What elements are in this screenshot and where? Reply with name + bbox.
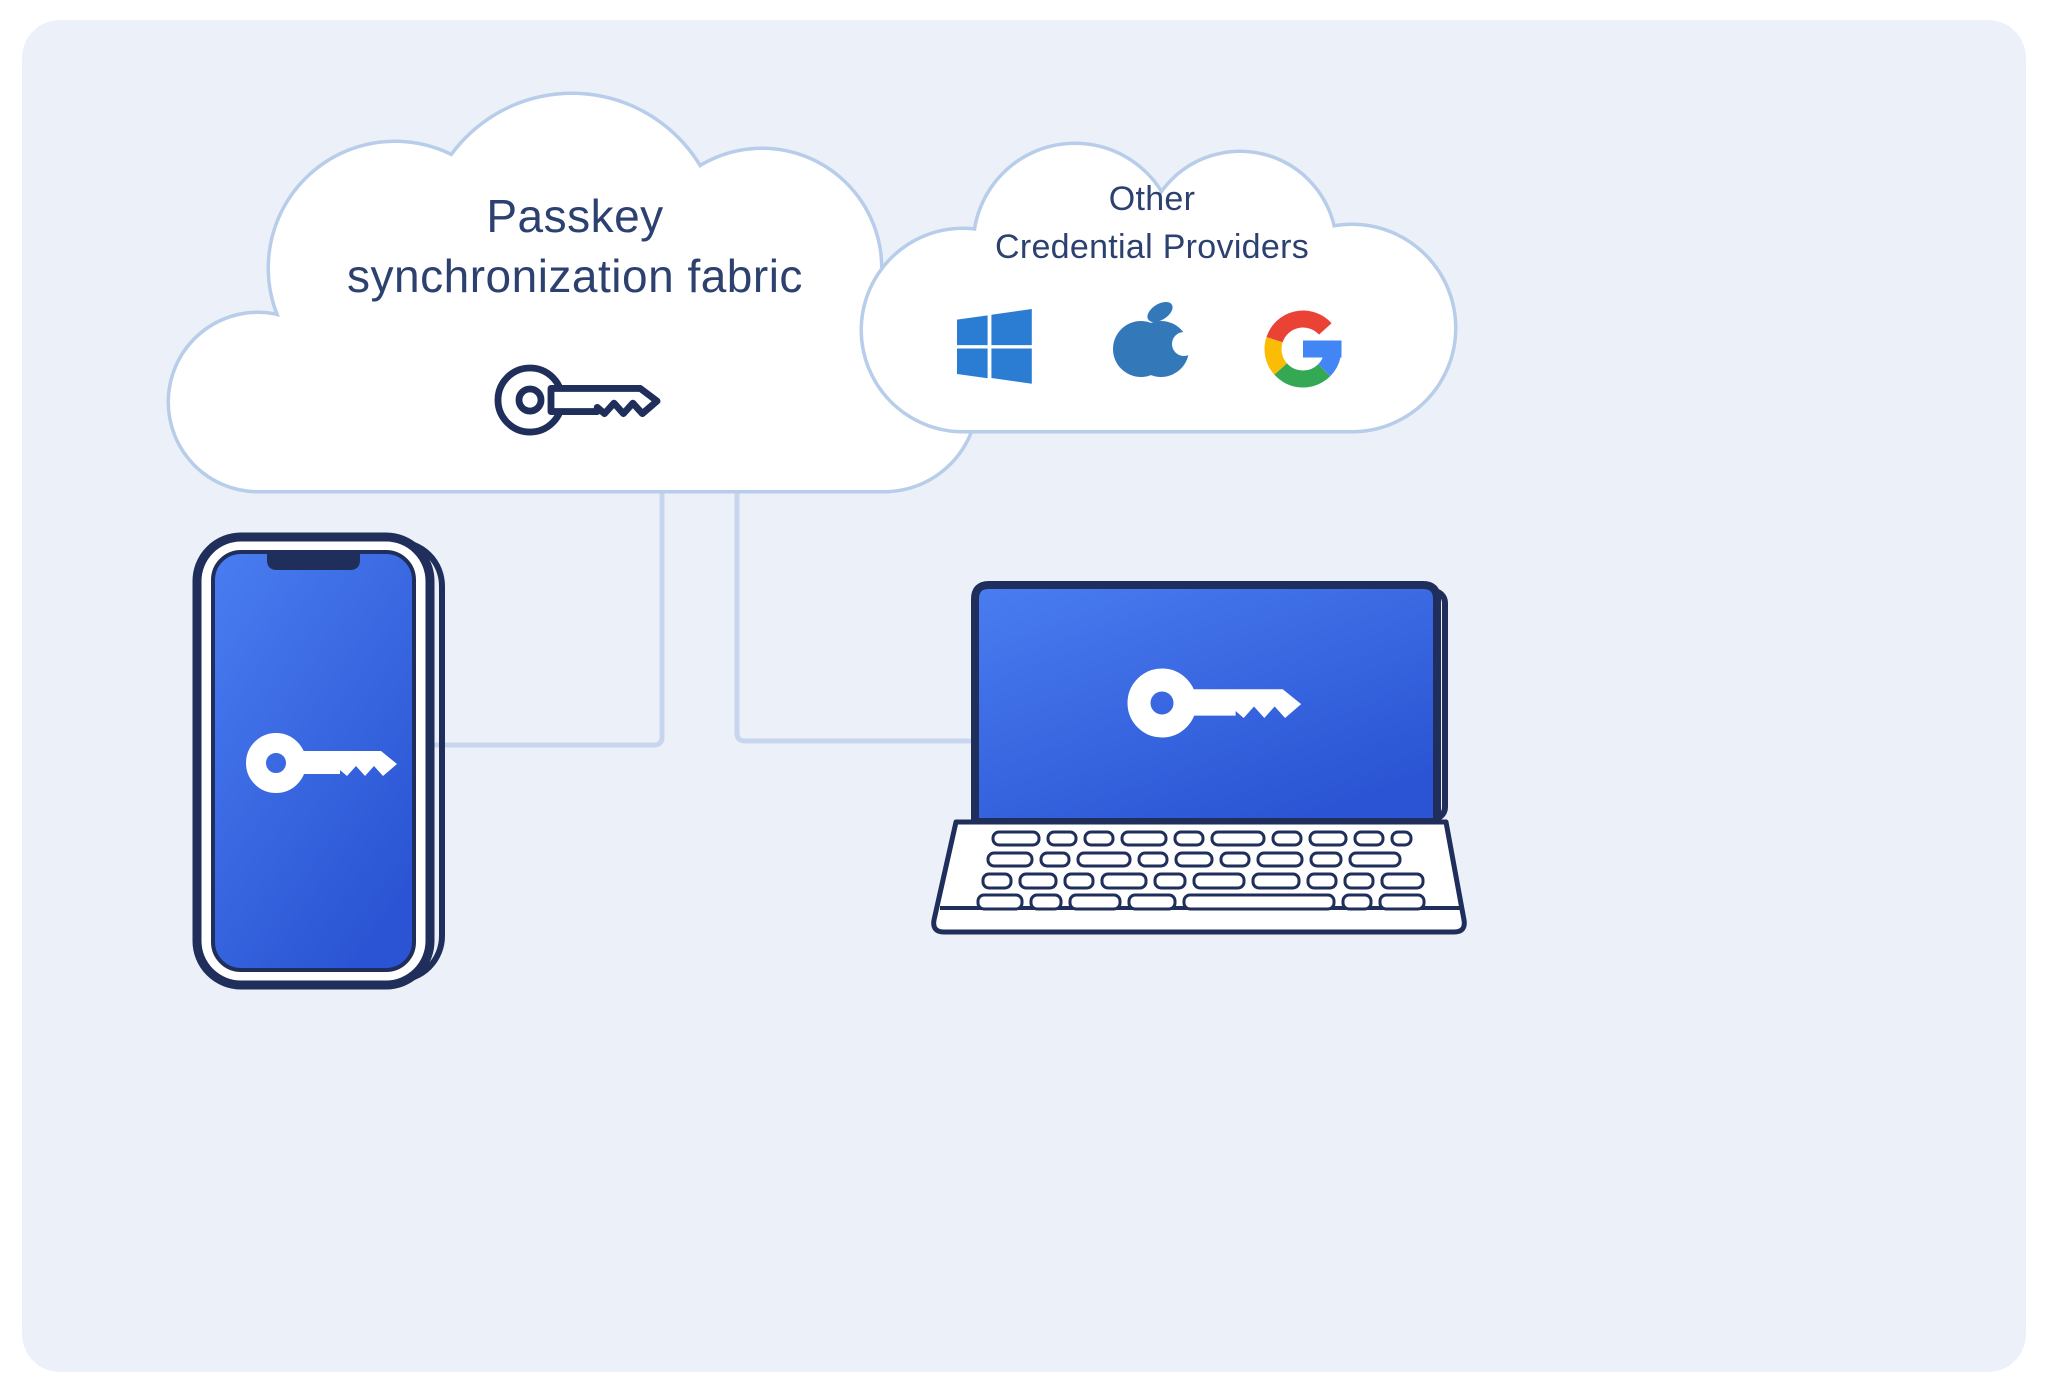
connectors xyxy=(424,468,988,748)
keyboard-key xyxy=(1390,830,1413,847)
keyboard-key xyxy=(1173,830,1205,847)
keyboard-key xyxy=(1341,893,1373,911)
keyboard-key xyxy=(1306,872,1338,890)
keyboard-key xyxy=(1029,893,1063,911)
keyboard-key xyxy=(1120,830,1168,847)
keyboard-key xyxy=(1353,830,1385,847)
keyboard-key xyxy=(991,830,1041,847)
keyboard-key xyxy=(1192,872,1246,890)
keyboard-key xyxy=(1039,851,1071,868)
laptop-keyboard xyxy=(976,830,1426,911)
keyboard-key xyxy=(1182,893,1336,911)
keyboard-key xyxy=(1137,851,1169,868)
keyboard-key xyxy=(1174,851,1214,868)
keyboard-key xyxy=(1308,830,1348,847)
keyboard-key xyxy=(1210,830,1266,847)
keyboard-key xyxy=(976,893,1024,911)
connector-cloud-to-laptop xyxy=(734,468,988,744)
keyboard-key xyxy=(1018,872,1058,890)
keyboard-key xyxy=(1378,893,1426,911)
keyboard-key xyxy=(1256,851,1304,868)
keyboard-key xyxy=(1046,830,1078,847)
connector-cloud-to-phone xyxy=(424,468,665,748)
keyboard-key xyxy=(1348,851,1402,868)
cloud-passkey-fabric: Passkey synchronization fabric xyxy=(170,95,976,490)
google-logo xyxy=(1264,310,1342,388)
providers-label-line1: Other xyxy=(1109,180,1196,218)
keyboard-key xyxy=(1271,830,1303,847)
apple-bite xyxy=(1172,332,1196,356)
keyboard-key xyxy=(986,851,1034,868)
keyboard-key xyxy=(1153,872,1187,890)
passkey-fabric-label-line2: synchronization fabric xyxy=(347,250,803,302)
providers-label-line2: Credential Providers xyxy=(995,228,1309,266)
keyboard-key xyxy=(1076,851,1132,868)
keyboard-key xyxy=(1068,893,1122,911)
keyboard-key xyxy=(1063,872,1095,890)
laptop xyxy=(931,581,1467,935)
keyboard-key xyxy=(1219,851,1251,868)
keyboard-key xyxy=(1251,872,1301,890)
keyboard-key xyxy=(1343,872,1375,890)
keyboard-key xyxy=(1083,830,1115,847)
apple-logo xyxy=(1113,301,1196,377)
passkey-fabric-label-line1: Passkey xyxy=(486,190,663,242)
windows-logo xyxy=(957,309,1032,384)
keyboard-key xyxy=(1309,851,1343,868)
phone-notch xyxy=(267,552,360,570)
smartphone xyxy=(192,532,445,990)
keyboard-key xyxy=(1127,893,1177,911)
cloud-other-providers: Other Credential Providers xyxy=(863,145,1454,430)
keyboard-key xyxy=(1100,872,1148,890)
keyboard-key xyxy=(981,872,1013,890)
keyboard-key xyxy=(1380,872,1425,890)
